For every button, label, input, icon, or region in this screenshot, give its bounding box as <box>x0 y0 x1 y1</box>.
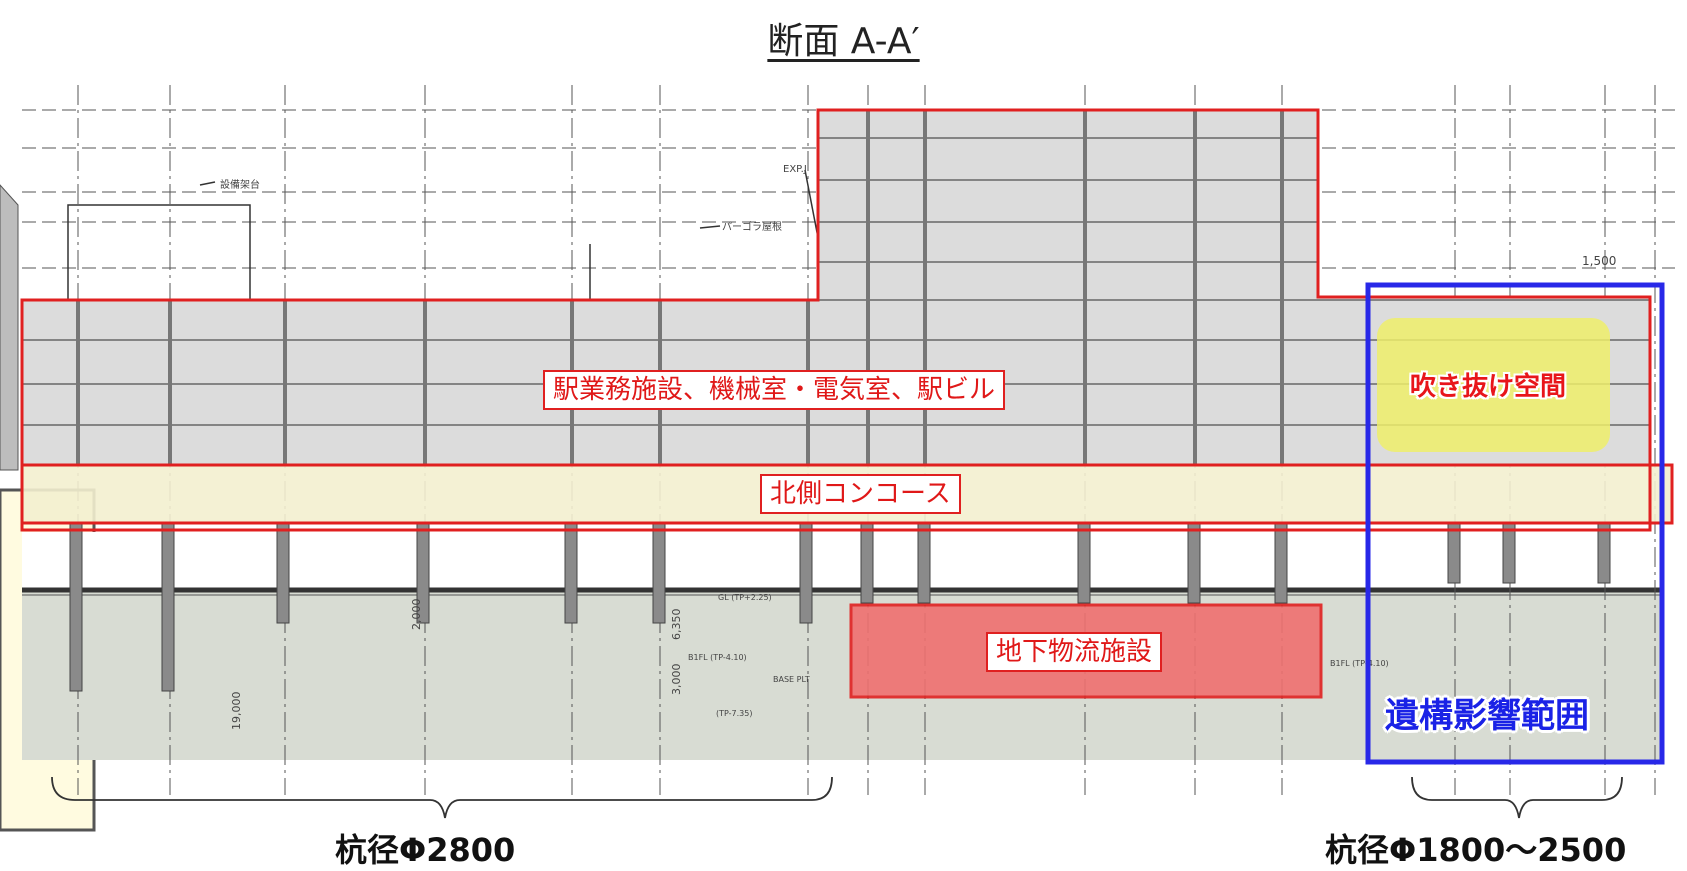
note-b1fl-right: B1FL (TP-4.10) <box>1330 659 1389 668</box>
note-pergola-roof: パーゴラ屋根 <box>722 220 782 233</box>
station-facilities-outline <box>20 108 1652 532</box>
note-dim-2000: 2,000 <box>410 599 423 631</box>
label-station-facilities: 駅業務施設、機械室・電気室、駅ビル <box>543 370 1006 410</box>
underground-zone <box>22 592 1662 760</box>
label-north-concourse: 北側コンコース <box>760 474 961 514</box>
note-base-plt: BASE PLT <box>773 675 810 684</box>
section-title-text: 断面 A-A′ <box>767 21 920 62</box>
note-dim-1500: 1,500 <box>1582 254 1616 268</box>
ruins-impact-outline <box>1365 282 1665 765</box>
label-void-space: 吹き抜け空間 <box>1410 372 1567 402</box>
brace-left <box>51 776 833 819</box>
note-ground-level: GL (TP+2.25) <box>718 593 772 602</box>
note-b1fl: B1FL (TP-4.10) <box>688 653 747 662</box>
brace-right <box>1411 776 1623 819</box>
label-pile-diameter-left: 杭径Φ2800 <box>335 831 516 869</box>
section-title: 断面 A-A′ <box>0 12 1687 64</box>
north-concourse-outline <box>20 463 1674 525</box>
label-pile-diameter-right: 杭径Φ1800～2500 <box>1325 831 1627 869</box>
note-exp-joint: EXP.J <box>783 164 807 175</box>
note-dim-3000: 3,000 <box>670 664 683 696</box>
void-space-area <box>1377 318 1610 452</box>
note-pile-tip: (TP-7.35) <box>716 709 752 718</box>
note-dim-6350: 6,350 <box>670 609 683 641</box>
label-underground-logistics: 地下物流施設 <box>986 632 1163 672</box>
note-equipment-stand: 設備架台 <box>220 178 260 191</box>
ground-band <box>22 532 1662 592</box>
foundation-piles <box>69 522 1611 692</box>
rooftop-outlines <box>67 169 831 301</box>
note-dim-19000: 19,000 <box>230 692 243 731</box>
label-ruins-impact-range: 遺構影響範囲 <box>1385 696 1589 736</box>
